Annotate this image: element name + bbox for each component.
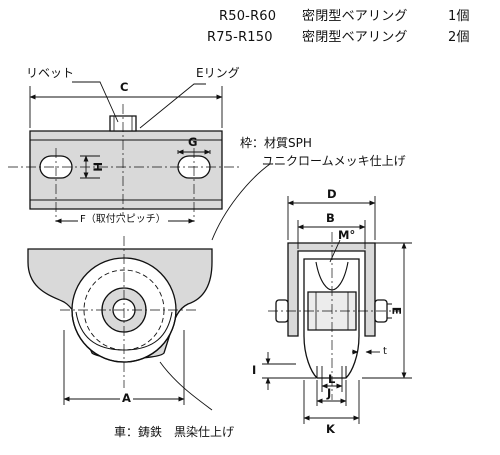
dim-label-a: A <box>120 391 133 405</box>
leader-m <box>330 240 340 262</box>
dimension-g <box>177 149 211 155</box>
dim-label-b: B <box>326 211 335 225</box>
side-frame <box>288 243 375 336</box>
side-view <box>268 232 400 400</box>
dim-label-t: t <box>383 346 387 357</box>
dim-label-j: J <box>327 386 332 400</box>
label-hole-pitch: F（取付穴ピッチ） <box>78 214 168 225</box>
dim-label-c: C <box>120 80 129 94</box>
leader-lines-top <box>72 82 206 128</box>
header-model-2: R75-R150 <box>207 30 273 45</box>
dimension-j <box>316 380 347 406</box>
label-frame-finish: ユニクロームメッキ仕上げ <box>262 154 406 168</box>
dimension-i <box>262 352 316 390</box>
top-view <box>8 104 240 222</box>
label-rivet: リベット <box>26 66 75 80</box>
header-qty-1: 1個 <box>448 9 470 24</box>
dim-label-h: H <box>90 161 105 172</box>
label-frame-material: 枠：材質SPH <box>240 136 312 150</box>
leader-frame <box>212 164 270 240</box>
dimension-e <box>362 242 412 379</box>
dimension-l <box>321 366 343 392</box>
dim-label-l: L <box>328 372 336 386</box>
dimension-h <box>80 155 100 179</box>
dimension-b <box>297 220 366 249</box>
dimension-k <box>303 380 360 424</box>
dim-label-i: I <box>252 363 257 377</box>
dimension-d <box>287 196 376 240</box>
label-e-ring: Eリング <box>196 66 240 80</box>
header-desc-2: 密閉型ベアリング <box>302 30 408 45</box>
dim-label-k: K <box>326 422 335 436</box>
dim-label-d: D <box>327 187 337 201</box>
front-view <box>28 236 212 388</box>
header-desc-1: 密閉型ベアリング <box>302 9 408 24</box>
leader-wheel <box>160 362 212 410</box>
header-model-1: R50-R60 <box>219 9 277 24</box>
dim-label-g: G <box>188 135 198 149</box>
dim-label-m: M° <box>338 228 356 242</box>
dimension-c <box>29 86 223 128</box>
label-wheel-material: 車：鋳鉄 黒染仕上げ <box>114 425 235 439</box>
header-qty-2: 2個 <box>448 30 470 45</box>
dim-label-e: E <box>389 306 404 315</box>
